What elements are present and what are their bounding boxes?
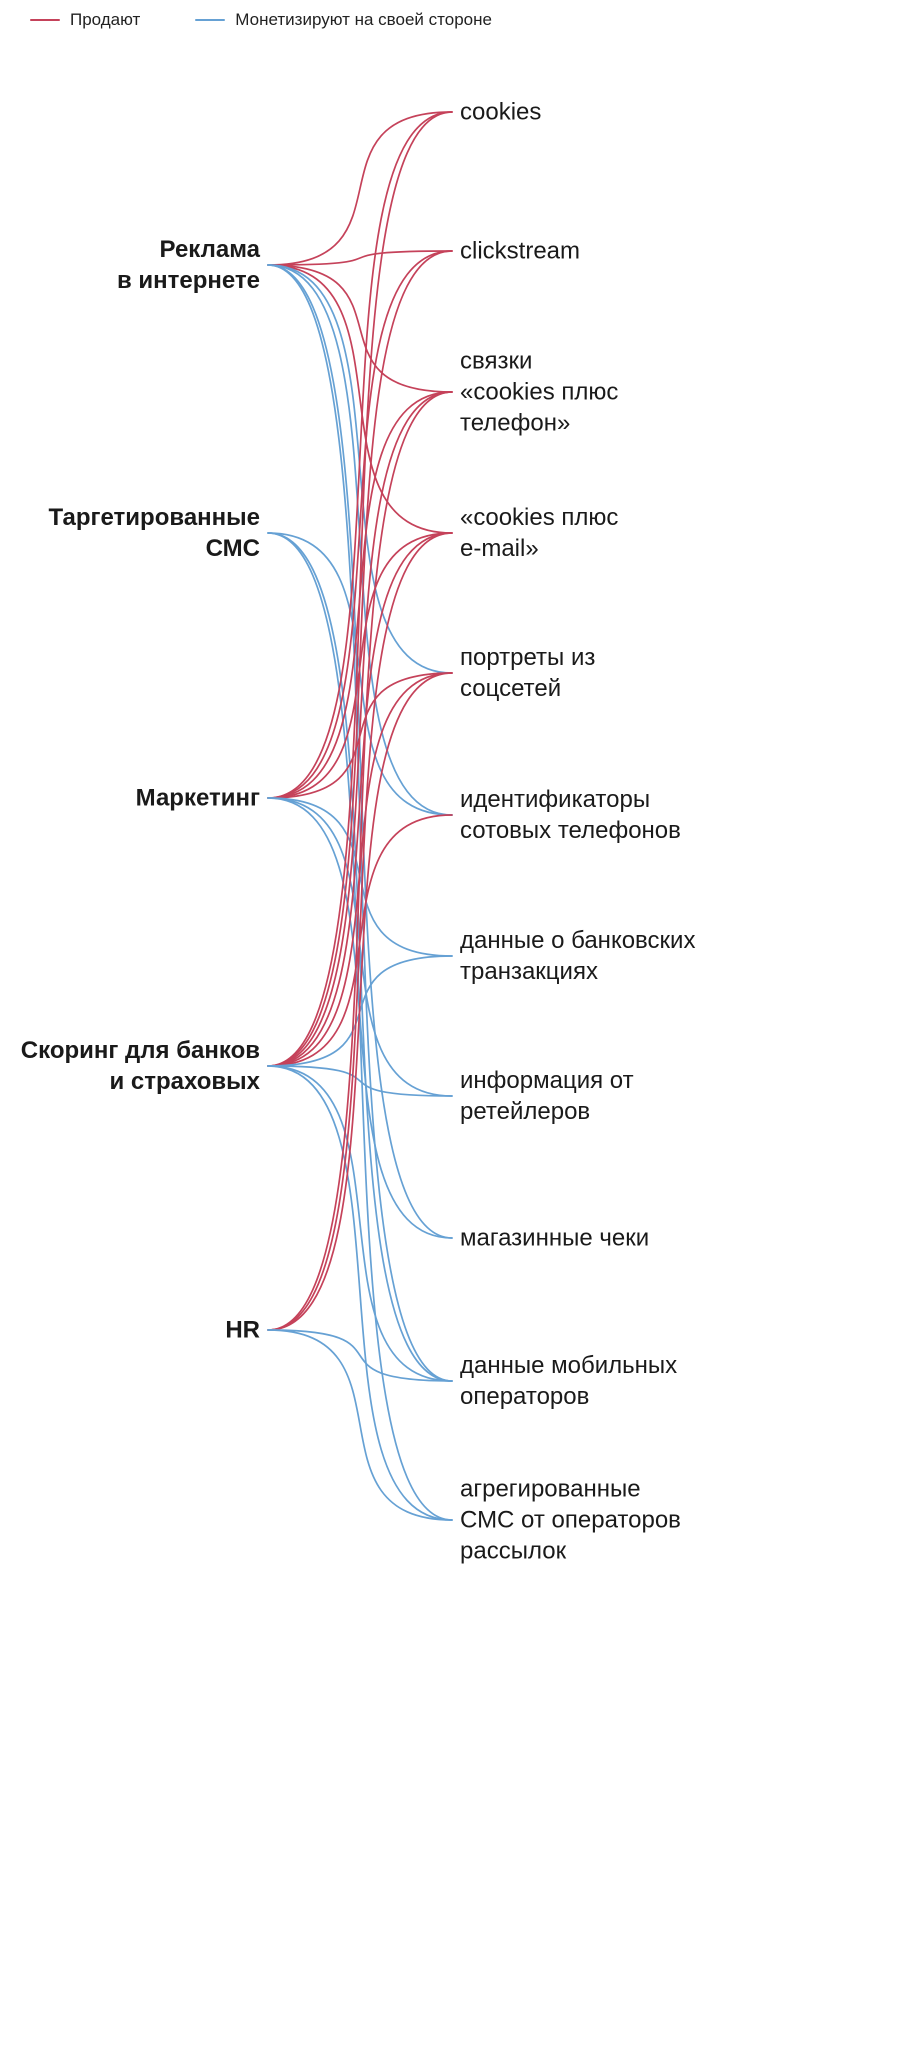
right-node-cookies_email: «cookies плюс e-mail» (460, 504, 619, 562)
edge-ads-cookies_email (267, 264, 453, 534)
edge-hr-cookies_phone (267, 391, 453, 1331)
right-node-mobile_operators: данные мобильных операторов (460, 1352, 678, 1410)
edge-scoring-clickstream (267, 250, 453, 1067)
legend-item-monetize: Монетизируют на своей стороне (195, 10, 492, 30)
left-node-sms: Таргетированные СМС (48, 504, 260, 562)
left-node-hr: HR (225, 1316, 260, 1344)
edge-ads-receipts (267, 264, 453, 1239)
edge-hr-cookies_email (267, 532, 453, 1331)
right-node-cookies_phone: связки «cookies плюс телефон» (460, 347, 619, 437)
right-node-cookies: cookies (460, 98, 542, 126)
edge-ads-phone_ids (267, 264, 453, 816)
monetize-line-swatch (195, 19, 226, 21)
edge-ads-clickstream (267, 250, 453, 266)
legend-label-sell: Продают (70, 10, 141, 29)
edge-scoring-cookies (267, 111, 453, 1067)
edge-marketing-cookies (267, 111, 453, 799)
right-node-aggregated_sms: агрегированные СМС от операторов рассыло… (460, 1475, 681, 1565)
edge-hr-mobile_operators (267, 1329, 453, 1382)
sell-line-swatch (30, 19, 60, 21)
edge-scoring-aggregated_sms (267, 1065, 453, 1521)
right-node-social_portraits: портреты из соцсетей (460, 644, 596, 702)
edge-ads-mobile_operators (267, 264, 453, 1382)
right-node-receipts: магазинные чеки (460, 1224, 650, 1252)
edge-scoring-mobile_operators (267, 1065, 453, 1382)
left-node-scoring: Скоринг для банков и страховых (20, 1037, 260, 1095)
right-node-bank_transactions: данные о банковских транзакциях (460, 927, 696, 985)
edge-scoring-cookies_phone (267, 391, 453, 1067)
legend-label-monetize: Монетизируют на своей стороне (235, 10, 492, 29)
right-node-retailers: информация от ретейлеров (460, 1067, 634, 1125)
edge-ads-cookies_phone (267, 264, 453, 393)
right-node-phone_ids: идентификаторы сотовых телефонов (460, 786, 681, 844)
edge-scoring-retailers (267, 1065, 453, 1097)
edge-marketing-clickstream (267, 250, 453, 799)
left-node-ads: Реклама в интернете (116, 236, 260, 294)
legend-item-sell: Продают (30, 10, 140, 30)
legend: Продают Монетизируют на своей стороне (30, 10, 492, 30)
edge-scoring-cookies_email (267, 532, 453, 1067)
edge-hr-aggregated_sms (267, 1329, 453, 1521)
left-node-marketing: Маркетинг (135, 784, 260, 812)
right-node-clickstream: clickstream (460, 237, 581, 265)
edge-hr-social_portraits (267, 672, 453, 1331)
edge-sms-mobile_operators (267, 532, 453, 1382)
edge-ads-cookies (267, 111, 453, 266)
edge-marketing-receipts (267, 797, 453, 1239)
